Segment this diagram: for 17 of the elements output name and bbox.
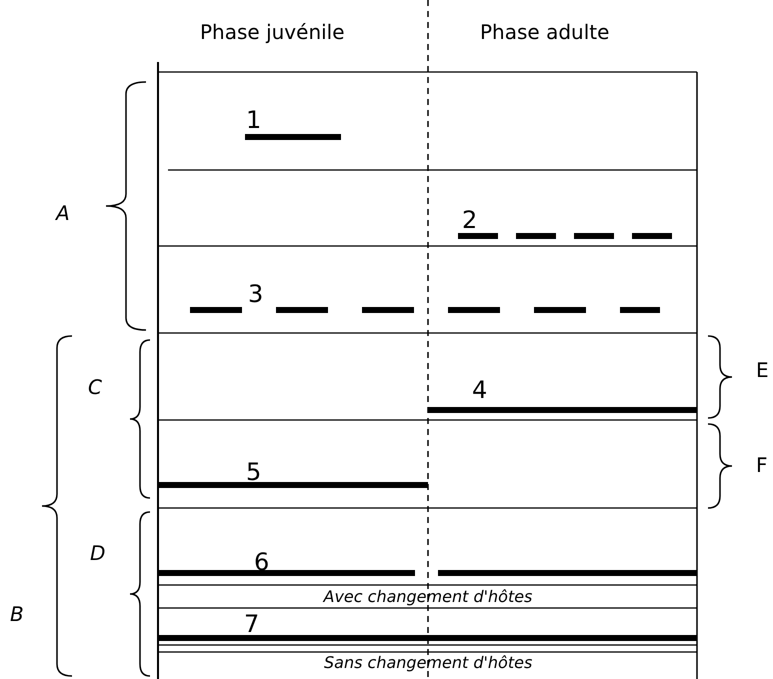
row-number: 6 xyxy=(254,550,270,574)
group-letter: F xyxy=(756,455,768,475)
group-letter: D xyxy=(90,543,106,563)
row-number: 3 xyxy=(248,282,264,306)
column-heading: Phase adulte xyxy=(480,22,610,42)
row-caption: Sans changement d'hôtes xyxy=(324,655,532,671)
row-number: 1 xyxy=(246,108,262,132)
row-number: 7 xyxy=(244,612,260,636)
group-letter: C xyxy=(88,377,102,397)
row-number: 2 xyxy=(462,208,478,232)
row-number: 5 xyxy=(246,460,262,484)
group-letter: B xyxy=(10,604,24,624)
column-heading: Phase juvénile xyxy=(200,22,345,42)
row-number: 4 xyxy=(472,378,488,402)
group-letter: A xyxy=(56,203,70,223)
group-letter: E xyxy=(756,360,769,380)
row-caption: Avec changement d'hôtes xyxy=(324,589,532,605)
